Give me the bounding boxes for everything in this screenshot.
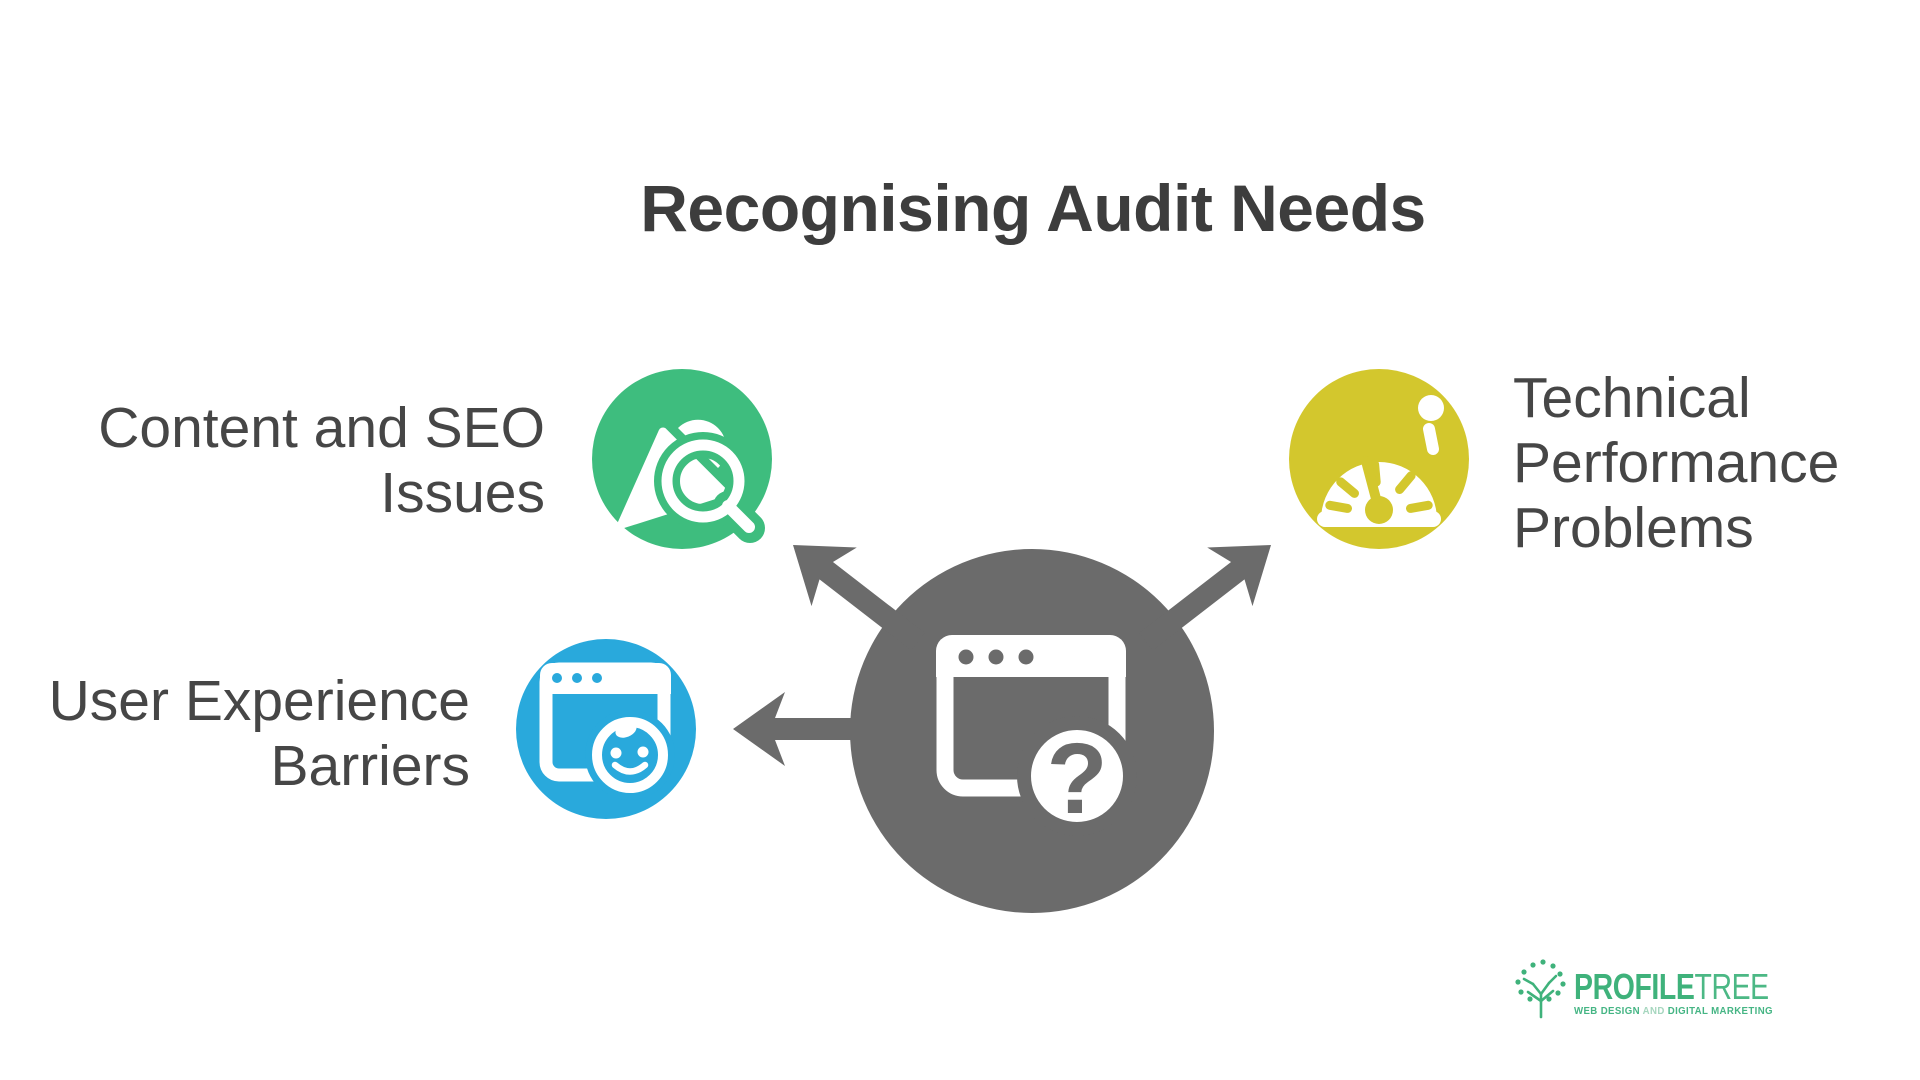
node-label-technical-performance: Technical Performance Problems [1513, 366, 1839, 561]
speedometer-icon [1317, 395, 1444, 527]
arrow-up-left [793, 545, 925, 651]
profiletree-logo: PROFILETREE WEB DESIGN AND DIGITAL MARKE… [1514, 962, 1794, 1022]
label-line: Performance [1513, 431, 1840, 495]
browser-question-icon: ? [936, 635, 1137, 836]
label-line: Problems [1513, 496, 1754, 560]
browser-dots [958, 649, 1034, 665]
logo-tagline: WEB DESIGN AND DIGITAL MARKETING [1574, 1005, 1801, 1017]
question-mark: ? [1046, 723, 1107, 835]
node-label-content-seo: Content and SEO Issues [98, 396, 545, 526]
browser-smiley-icon [539, 662, 675, 800]
page-title: Recognising Audit Needs [640, 171, 1426, 245]
hub-circle [850, 549, 1214, 913]
pen-magnifier-icon [617, 419, 765, 543]
node-technical-performance [1289, 369, 1469, 549]
hub-group: ? [733, 545, 1271, 913]
question-badge [1017, 716, 1137, 836]
node-content-seo [592, 369, 772, 549]
label-line: Barriers [270, 734, 470, 798]
node-user-experience [516, 639, 696, 819]
profiletree-tree-icon [1515, 959, 1566, 1019]
arrow-up-right [1139, 545, 1271, 651]
logo-brand-primary: PROFILE [1574, 966, 1695, 1007]
logo-brand-secondary: TREE [1694, 966, 1769, 1007]
logo-tagline-marketing: DIGITAL MARKETING [1667, 1005, 1773, 1017]
node-label-user-experience: User Experience Barriers [49, 669, 470, 799]
label-line: User Experience [48, 669, 470, 733]
label-line: Technical [1513, 366, 1751, 430]
label-line: Content and SEO [98, 396, 545, 460]
label-line: Issues [380, 461, 545, 525]
arrow-left [733, 692, 891, 766]
hub-arrows [733, 545, 1271, 766]
logo-tagline-web-design: WEB DESIGN [1574, 1005, 1640, 1017]
logo-brand: PROFILETREE [1574, 969, 1769, 1005]
logo-tagline-and: AND [1642, 1005, 1665, 1017]
